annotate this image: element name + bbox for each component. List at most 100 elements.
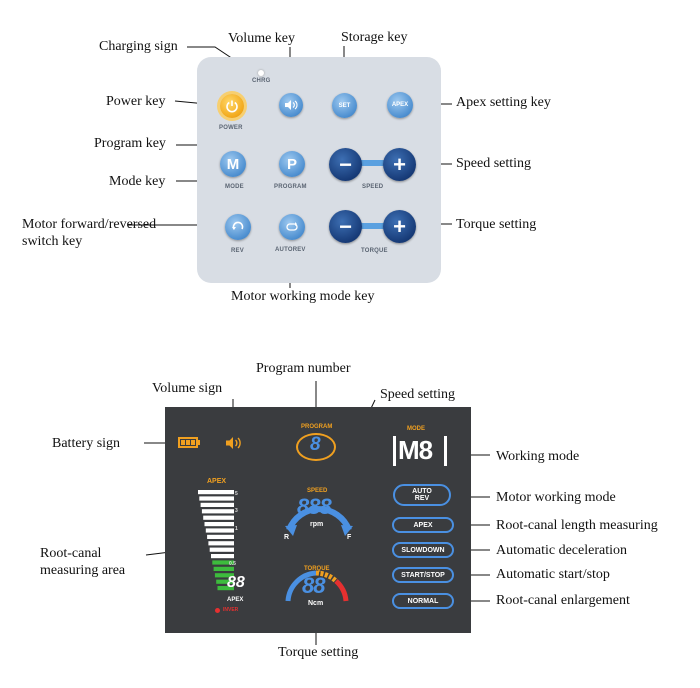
autorev-key[interactable] [279,214,305,240]
apex-scale-3: 3 [235,508,238,514]
apex-bar-segment [205,528,234,533]
set-key-text: SET [338,102,351,109]
apex-bar-segment [198,490,234,495]
speed-digits: 888 [297,494,332,519]
torque-label: TORQUE [361,248,388,254]
apex-setting-key[interactable]: APEX [387,92,413,118]
torque-arc [285,570,349,602]
rev-icon [232,221,244,230]
slowdown-indicator: SLOWDOWN [392,542,454,558]
apex-bar-segment [212,560,234,565]
apex-bar-segment [211,554,234,559]
callout-mode-key: Mode key [109,174,166,189]
mode-key[interactable]: M [220,151,246,177]
speed-minus-key[interactable]: − [329,148,362,181]
mode-value-box [393,436,447,466]
program-key-glyph: P [286,155,297,173]
power-key[interactable] [220,94,244,118]
callout-torque-setting-bottom: Torque setting [278,645,359,660]
speed-label: SPEED [307,488,328,494]
speed-plus-glyph: + [393,151,406,177]
apex-bar-segment [204,522,234,527]
callout-root-canal-enlargement: Root-canal enlargement [496,593,630,608]
speed-dir-f: F [347,534,352,541]
battery-icon [178,437,198,448]
program-number-digit: 8 [310,434,321,455]
callout-speed-setting-bottom: Speed setting [380,387,456,402]
callout-automatic-start-stop: Automatic start/stop [496,567,610,582]
torque-plus-key[interactable]: + [383,210,416,243]
apex-red-mark: INVER [223,607,239,613]
apex-label: APEX [227,597,244,603]
program-number-ring [296,433,336,461]
apex-scale-5: 5 [235,491,238,497]
mode-label: MODE [407,426,425,432]
callout-working-mode: Working mode [496,449,580,464]
apex-indicator: APEX [392,517,454,533]
callout-motor-working-mode-key: Motor working mode key [231,289,375,304]
callout-torque-setting-top: Torque setting [456,217,537,232]
mode-key-label: MODE [225,184,244,190]
rev-key[interactable] [225,214,251,240]
callout-battery-sign: Battery sign [52,436,121,451]
apex-bar-segment [209,547,234,552]
apex-bar-segment [207,534,234,539]
apex-bar-segment [199,496,234,501]
apex-scale-0-5: 0.5 [229,561,236,567]
battery-tip [198,440,200,445]
apex-bar-segment [208,541,234,546]
callout-storage-key: Storage key [341,30,408,45]
auto-rev-indicator: AUTO REV [393,484,451,506]
callout-root-canal-area-line1: Root-canal [40,546,102,561]
torque-plus-glyph: + [393,213,406,239]
apex-bar-segment [203,515,234,520]
speed-arc [285,506,353,536]
torque-minus-key[interactable]: − [329,210,362,243]
callout-root-canal-area-line2: measuring area [40,563,126,578]
apex-bar-segment [213,566,234,571]
auto-rev-line1: AUTO [412,488,432,495]
apex-key-text: APEX [391,102,409,108]
callout-volume-sign: Volume sign [152,381,223,396]
callout-power-key: Power key [106,94,166,109]
apex-bar-segment [216,579,234,584]
apex-red-dot [215,608,220,613]
charging-led [258,70,264,76]
apex-bar-segment [200,502,234,507]
power-key-label: POWER [219,125,243,131]
callout-apex-setting-key: Apex setting key [456,95,551,110]
torque-digits: 88 [302,573,326,598]
apex-title: APEX [207,478,227,485]
speed-unit-rpm: rpm [310,521,324,528]
apex-bar-segment [217,586,234,591]
callout-motor-switch-line1: Motor forward/reversed [22,217,157,232]
program-key[interactable]: P [279,151,305,177]
callout-volume-key: Volume key [228,31,296,46]
callout-speed-setting-top: Speed setting [456,156,532,171]
rev-key-label: REV [231,248,244,254]
normal-indicator: NORMAL [392,593,454,609]
torque-bar [355,223,389,229]
apex-digits: 88 [227,574,245,591]
apex-scale-1: 1 [235,526,238,532]
start-stop-indicator: START/STOP [392,567,454,583]
torque-label: TORQUE [304,566,330,572]
speed-bar [355,160,389,166]
volume-icon [285,100,298,110]
callout-root-canal-length: Root-canal length measuring [496,518,658,533]
mode-value: M8 [398,435,433,465]
speed-dir-r: R [284,534,290,541]
speed-plus-key[interactable]: + [383,148,416,181]
callout-automatic-deceleration: Automatic deceleration [496,543,627,558]
program-key-label: PROGRAM [274,184,307,190]
torque-minus-glyph: − [339,213,352,239]
speed-minus-glyph: − [339,151,352,177]
volume-key[interactable] [279,93,303,117]
autorev-icon [286,222,298,231]
auto-rev-line2: REV [414,495,430,502]
storage-key[interactable]: SET [332,93,357,118]
callout-program-key: Program key [94,136,166,151]
chrg-label: CHRG [252,78,271,84]
apex-bar-graph [198,490,234,591]
apex-bar-segment [201,509,234,514]
